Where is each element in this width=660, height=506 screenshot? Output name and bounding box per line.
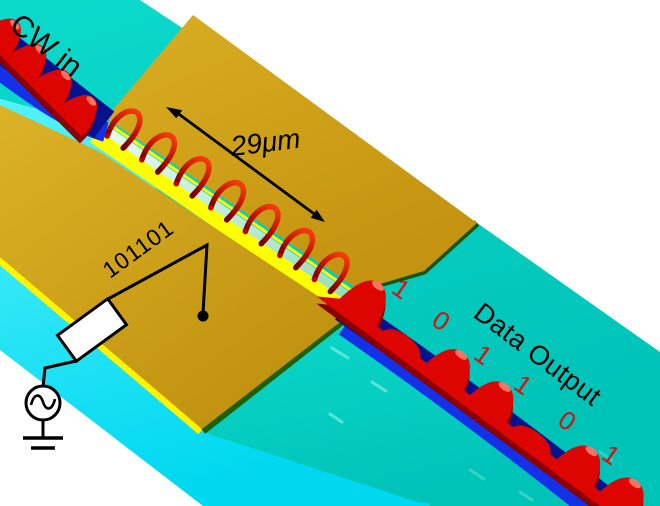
ac-source-icon (24, 384, 62, 422)
modulated-output-wave (316, 280, 654, 506)
arrowhead-up-icon (166, 107, 183, 119)
contact-dot (197, 310, 209, 322)
output-waveguide-side (338, 319, 599, 506)
sine-glyph (29, 394, 57, 410)
phase-helix (104, 108, 350, 295)
length-arrow (166, 107, 325, 222)
specular-streaks (328, 346, 614, 502)
output-wave-body (316, 280, 654, 506)
source-wire (41, 359, 77, 388)
lower-electrode-end-bevel (200, 314, 351, 434)
resistor-symbol (55, 296, 129, 364)
arrowhead-down-icon (310, 209, 325, 222)
signal-wire (107, 242, 209, 314)
cw-input-wave (0, 18, 98, 144)
lower-electrode (0, 105, 348, 429)
input-wave-body (0, 18, 98, 137)
upper-electrode (106, 15, 477, 290)
channel-yellow-strip (89, 123, 355, 316)
ground-icon (23, 420, 63, 450)
